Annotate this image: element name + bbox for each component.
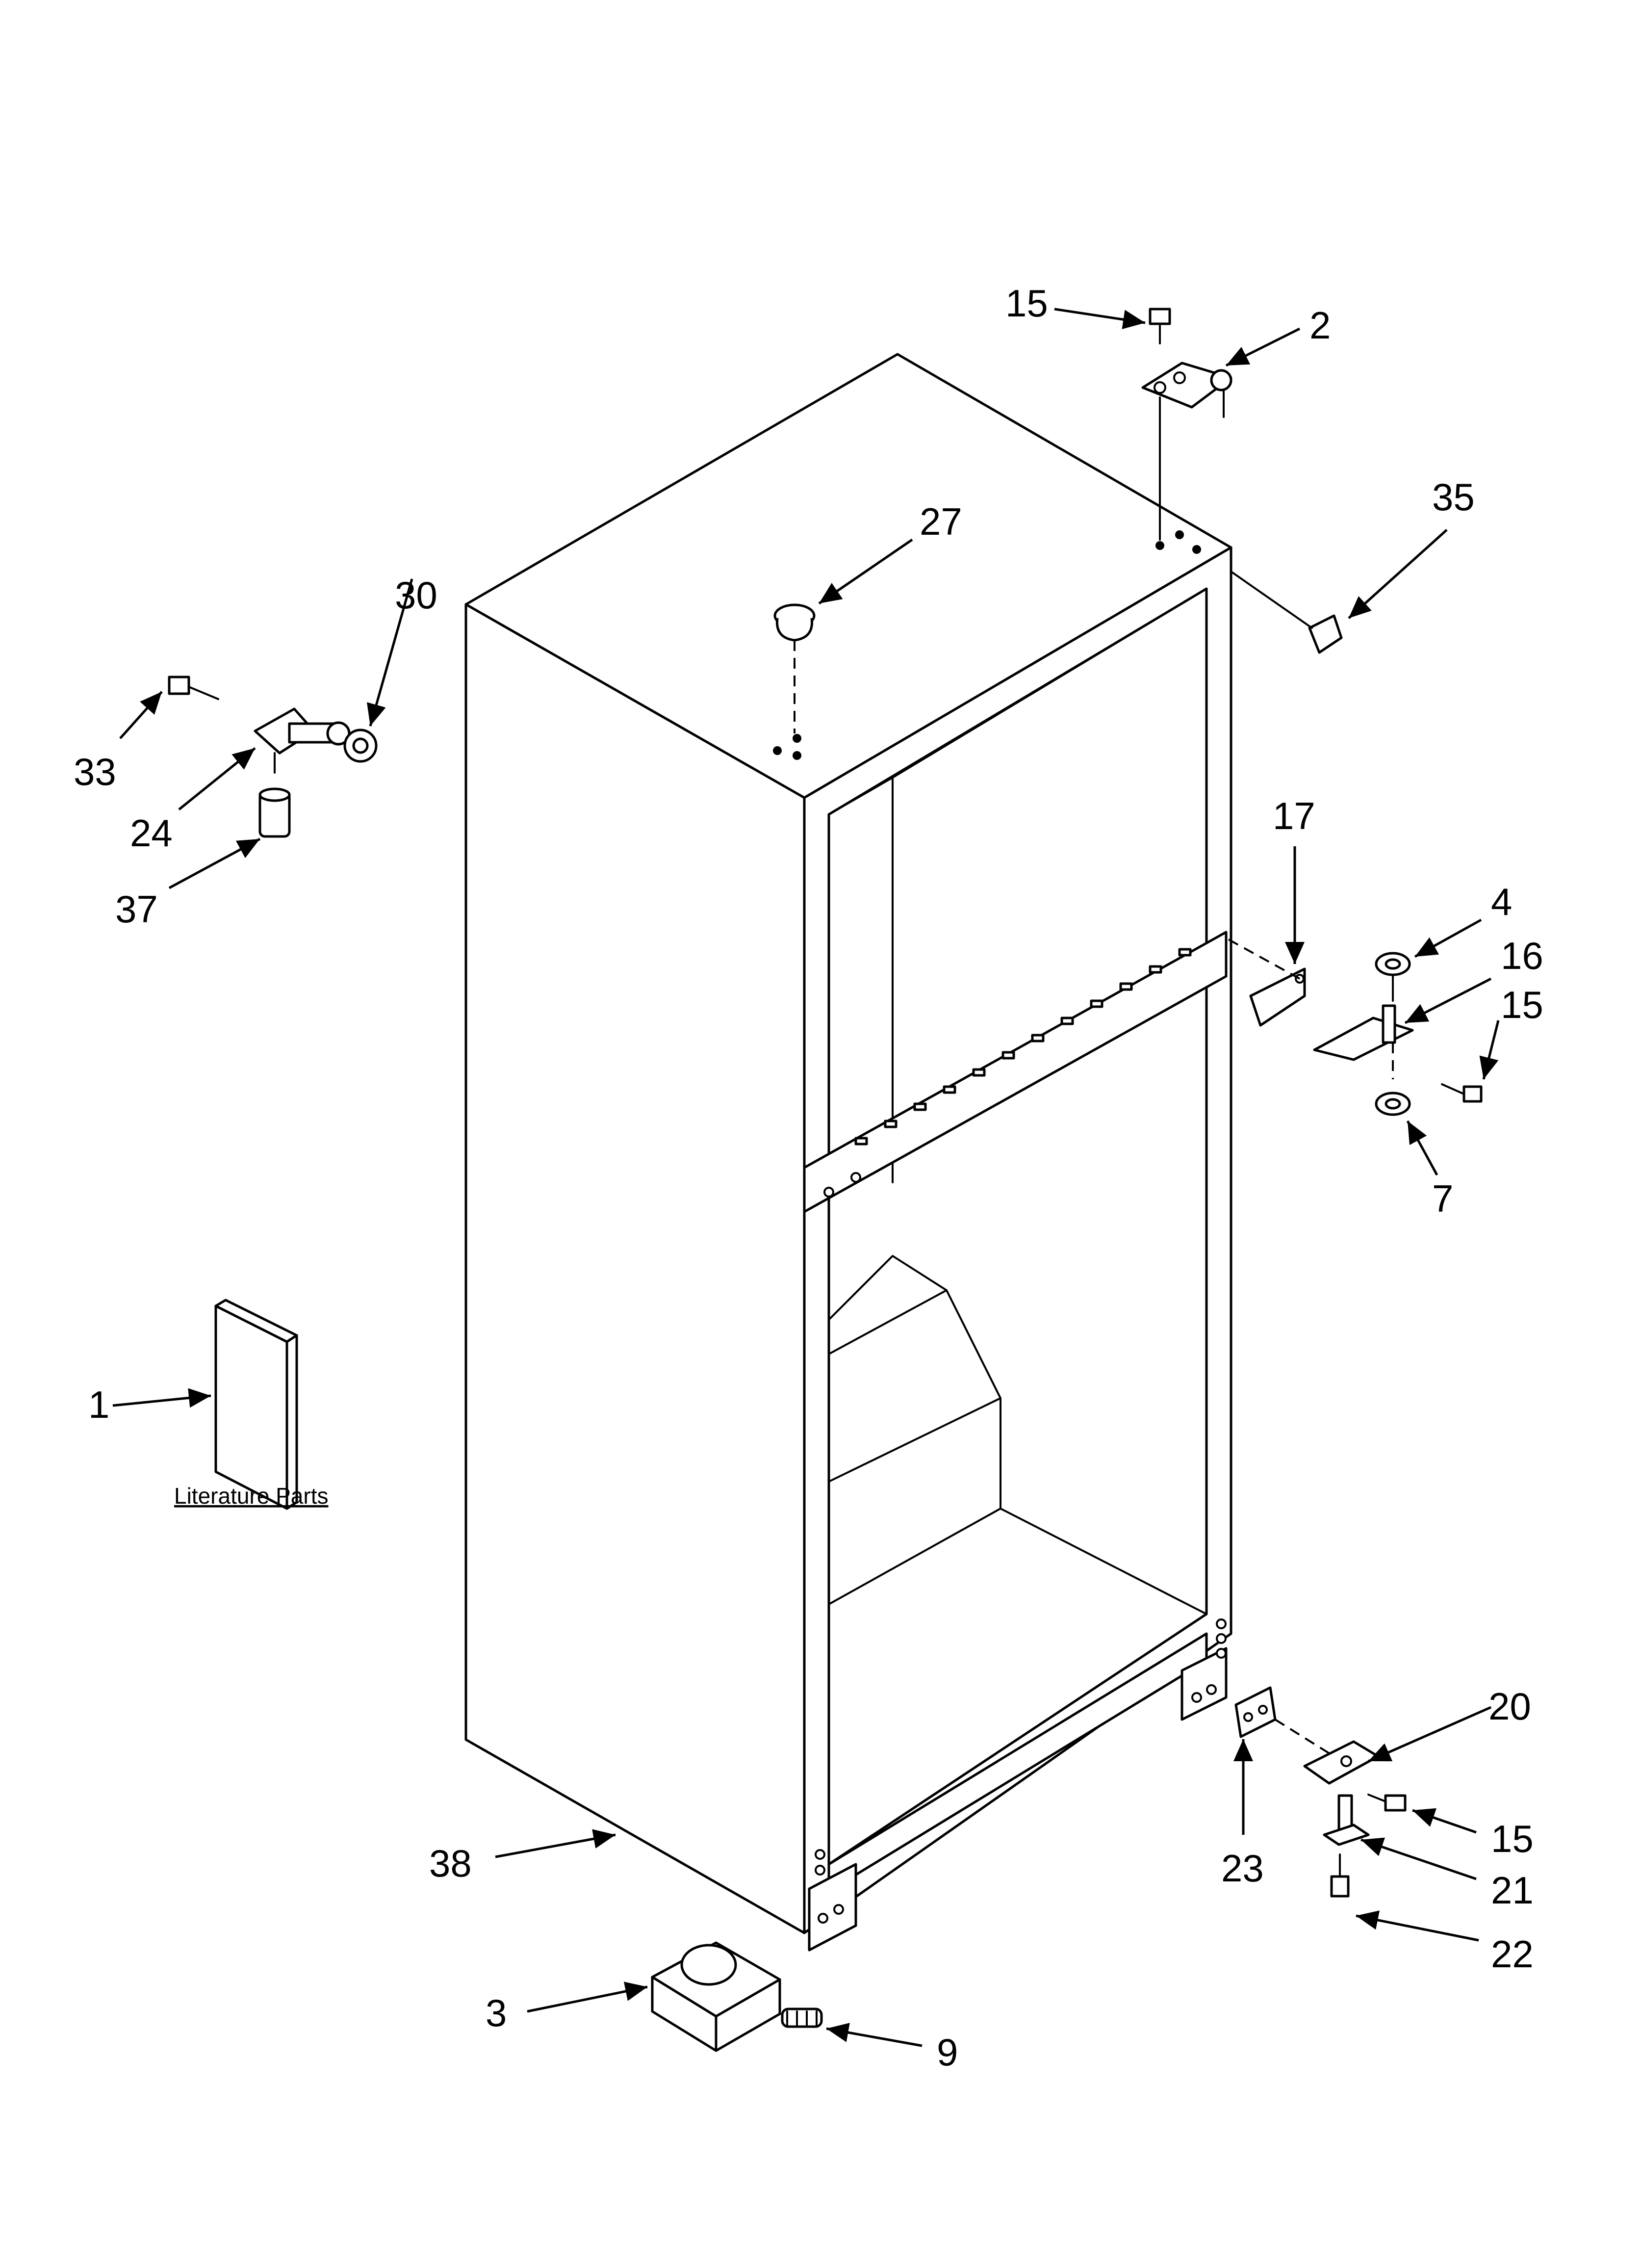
callout-9: 9 xyxy=(937,2031,958,2074)
callout-33: 33 xyxy=(74,750,116,793)
left-hinge-assembly xyxy=(168,676,378,838)
callout-15-middle: 15 xyxy=(1501,983,1543,1026)
cabinet-shell xyxy=(464,353,1232,1952)
callout-37: 37 xyxy=(115,887,158,931)
callout-22: 22 xyxy=(1491,1932,1534,1976)
callout-1: 1 xyxy=(88,1383,109,1426)
plug-part-27 xyxy=(773,603,816,733)
callout-7: 7 xyxy=(1432,1177,1453,1220)
callout-16: 16 xyxy=(1501,934,1543,977)
callout-35: 35 xyxy=(1432,475,1475,519)
divider-rail-slots xyxy=(854,948,1192,1146)
hinge-cap-part-35 xyxy=(1230,571,1343,654)
callout-2: 2 xyxy=(1309,304,1331,347)
top-hinge-part-2 xyxy=(1141,308,1232,541)
callout-3: 3 xyxy=(486,1991,507,2034)
callout-labels: 15 2 35 27 30 33 24 37 17 4 16 15 7 1 Li… xyxy=(74,282,1543,2074)
callout-38: 38 xyxy=(429,1842,472,1885)
callout-24: 24 xyxy=(130,811,173,855)
literature-parts-label: Literature Parts xyxy=(174,1483,328,1509)
callout-20: 20 xyxy=(1488,1685,1531,1728)
literature-booklet-part-1 xyxy=(214,1299,298,1510)
callout-30: 30 xyxy=(395,574,437,617)
callout-23: 23 xyxy=(1221,1847,1264,1890)
callout-15-bottom: 15 xyxy=(1491,1817,1534,1860)
leader-lines xyxy=(112,308,1500,2047)
callout-27: 27 xyxy=(920,500,962,543)
lower-hinge-assembly xyxy=(1234,1686,1407,1898)
callout-21: 21 xyxy=(1491,1869,1534,1912)
middle-hinge-assembly xyxy=(1228,938,1483,1116)
callout-4: 4 xyxy=(1491,880,1512,923)
leveling-leg-part-3 xyxy=(651,1941,823,2052)
callout-17: 17 xyxy=(1273,794,1315,837)
callout-15-top: 15 xyxy=(1005,282,1048,325)
